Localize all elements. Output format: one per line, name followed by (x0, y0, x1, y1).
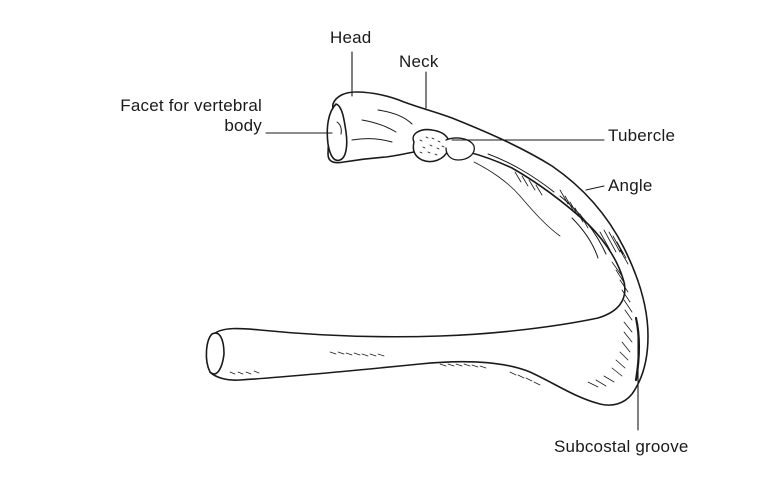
label-facet-line2: body (224, 116, 262, 135)
label-subcostal-groove: Subcostal groove (554, 437, 689, 456)
label-facet-for-vertebral-body: Facet for vertebral body (92, 96, 262, 136)
subcostal-groove-mark (634, 316, 641, 382)
label-facet-line1: Facet for vertebral (120, 96, 262, 115)
label-angle: Angle (608, 176, 653, 195)
facet-edge (326, 103, 348, 162)
leader-lines (265, 51, 639, 431)
anterior-end (205, 332, 225, 375)
lower-shaft-hatching (229, 351, 541, 386)
label-head: Head (330, 28, 372, 47)
label-neck: Neck (399, 52, 439, 71)
label-tubercle: Tubercle (608, 126, 676, 145)
leader-angle (585, 185, 605, 191)
tubercle-stipple (419, 136, 445, 156)
